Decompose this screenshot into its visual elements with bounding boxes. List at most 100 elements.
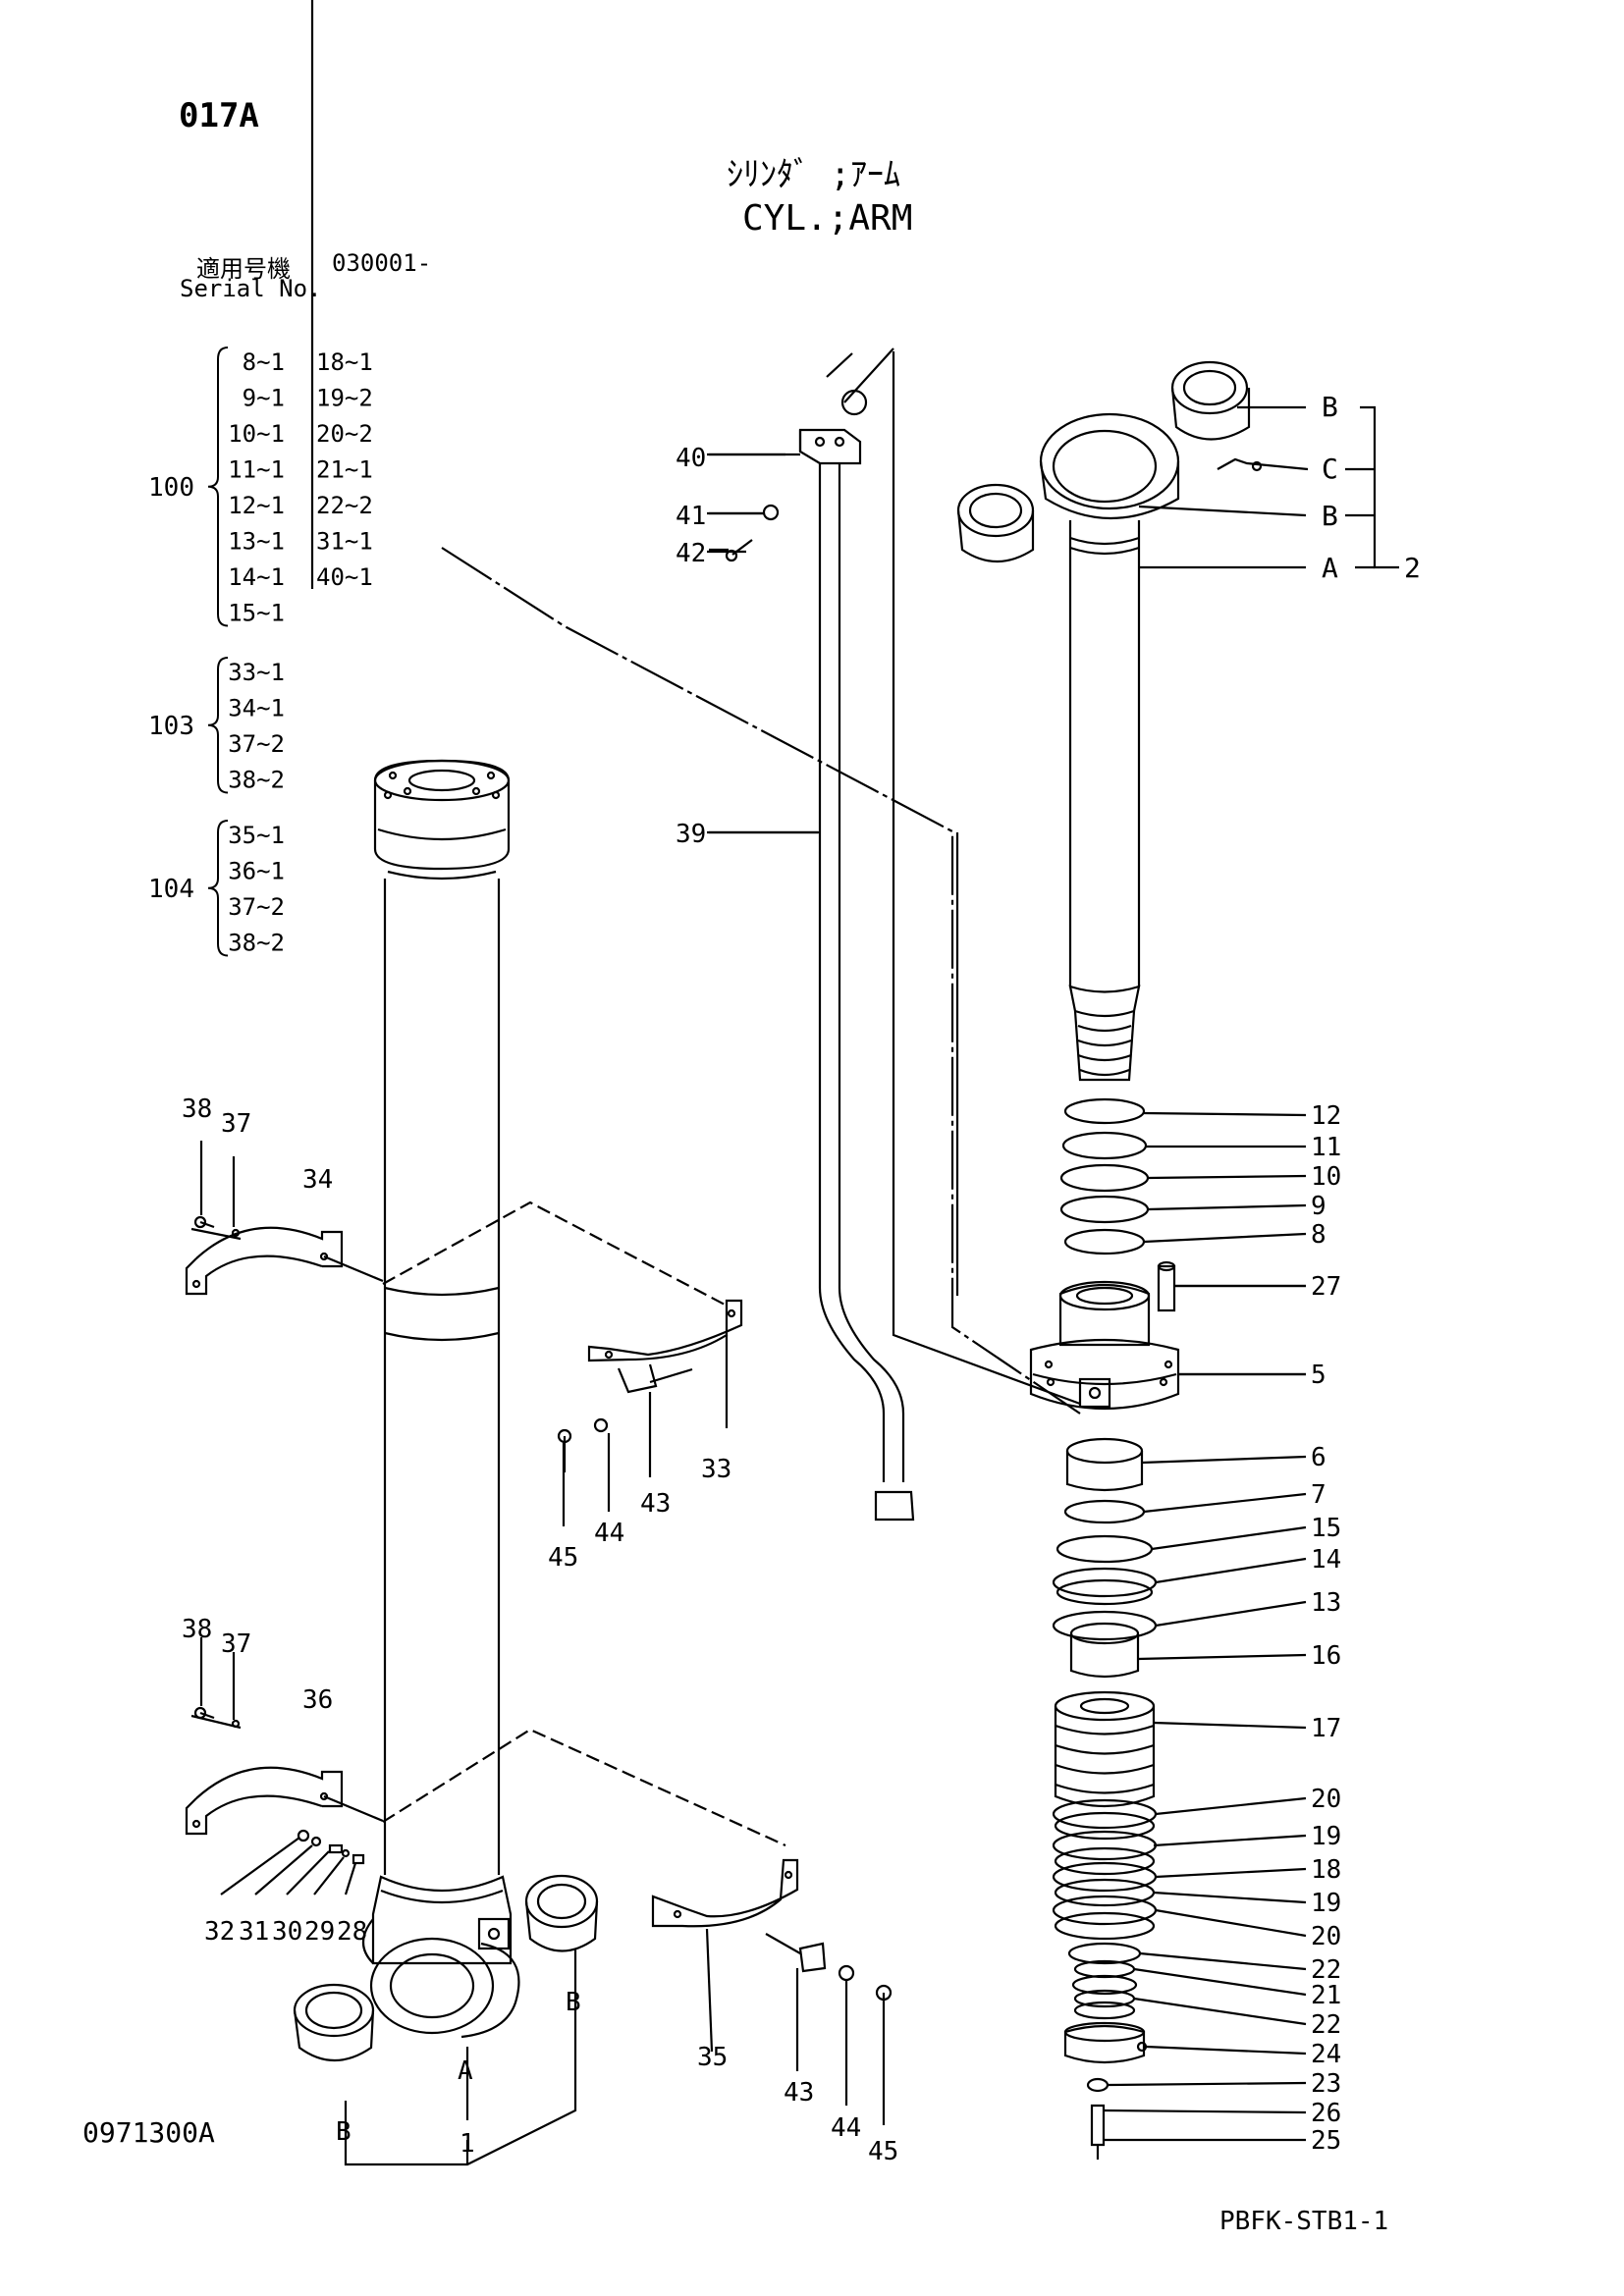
- kit-item: 31~1: [316, 528, 373, 556]
- kit-item: 18~1: [316, 348, 373, 376]
- kit-item: 22~2: [316, 492, 373, 519]
- callout-20: 20: [1311, 1785, 1341, 1814]
- kit-item: 35~1: [228, 822, 285, 849]
- kit-item: 37~2: [228, 730, 285, 758]
- callout-leader: [1143, 1111, 1307, 1117]
- kit-item: 12~1: [228, 492, 285, 519]
- callout-25: 25: [1311, 2126, 1341, 2156]
- part-label-44: 44: [594, 1519, 624, 1548]
- serial-value: 030001-: [332, 249, 432, 277]
- kit-item: 21~1: [316, 456, 373, 484]
- callout-leader: [1141, 1455, 1307, 1465]
- part-label-31: 31: [239, 1917, 269, 1947]
- callout-16: 16: [1311, 1641, 1341, 1671]
- callout-leader: [1155, 1600, 1307, 1628]
- callout-leader: [1153, 1834, 1307, 1847]
- part-label-36: 36: [302, 1685, 333, 1715]
- grease-fittings: [220, 1829, 365, 1896]
- serial-label-japanese: 適用号機: [196, 255, 291, 283]
- part-label-B: B: [336, 2117, 352, 2147]
- callout-13: 13: [1311, 1588, 1341, 1618]
- kit-item: 8~1: [243, 348, 285, 376]
- kit-item: 14~1: [228, 563, 285, 591]
- kit-item: 20~2: [316, 420, 373, 448]
- callout-10: 10: [1311, 1162, 1341, 1192]
- rod-leader-b: [1138, 505, 1307, 517]
- part-label-29: 29: [304, 1917, 335, 1947]
- clamp-leader-upper: [382, 1201, 728, 1307]
- page-code: PBFK-STB1-1: [1219, 2207, 1389, 2236]
- part-label-A: A: [458, 2056, 473, 2086]
- rod-letter-c: C: [1322, 453, 1338, 485]
- cylinder-head: [1029, 1260, 1306, 1411]
- piston-rod: [1039, 412, 1180, 1082]
- part-label-33: 33: [701, 1455, 731, 1484]
- callout-18: 18: [1311, 1855, 1341, 1885]
- kit-label-100: 100: [148, 473, 194, 503]
- part-label-45: 45: [868, 2137, 898, 2166]
- kit-item: 37~2: [228, 893, 285, 921]
- callout-leader: [1147, 1203, 1307, 1211]
- callout-11: 11: [1311, 1133, 1341, 1162]
- part-label-43: 43: [640, 1489, 671, 1519]
- leader-pipe-to-head: [892, 351, 1081, 1406]
- part-label-30: 30: [272, 1917, 302, 1947]
- callout-6: 6: [1311, 1443, 1326, 1472]
- kit-label-103: 103: [148, 712, 194, 741]
- drawing-lines: [185, 0, 1399, 2166]
- callout-leader: [1143, 1492, 1307, 1514]
- callout-leader: [1133, 1997, 1307, 2026]
- cylinder-tube: [310, 0, 520, 2039]
- callout-leader: [1151, 1525, 1307, 1551]
- rod-letter-a: A: [1322, 552, 1338, 584]
- callout-17: 17: [1311, 1714, 1341, 1743]
- title-english: CYL.;ARM: [742, 198, 913, 239]
- serial-label-english: Serial No.: [180, 275, 322, 302]
- part-label-44: 44: [831, 2113, 861, 2143]
- callout-leader: [1103, 2109, 1307, 2114]
- part-label-45: 45: [548, 1543, 578, 1573]
- part-label-32: 32: [204, 1917, 235, 1947]
- leader-tube-to-head: [441, 547, 1081, 1415]
- part-label-38: 38: [182, 1615, 212, 1644]
- kit-item: 38~2: [228, 767, 285, 794]
- kit-item: 34~1: [228, 695, 285, 722]
- drawing-code: 0971300A: [82, 2116, 215, 2149]
- part-label-39: 39: [676, 820, 706, 849]
- callout-14: 14: [1311, 1545, 1341, 1575]
- callout-leader: [1107, 2081, 1307, 2087]
- callout-20: 20: [1311, 1922, 1341, 1951]
- callout-24: 24: [1311, 2040, 1341, 2069]
- callout-9: 9: [1311, 1192, 1326, 1221]
- callout-22: 22: [1311, 2010, 1341, 2040]
- callout-15: 15: [1311, 1514, 1341, 1543]
- part-label-40: 40: [676, 444, 706, 473]
- figure-code: 017A: [179, 96, 259, 135]
- part-number-labels: 1211109827567151413161720191819202221222…: [182, 391, 1421, 2166]
- kit-item: 40~1: [316, 563, 373, 591]
- kit-item: 33~1: [228, 659, 285, 686]
- rod-bushing-left: [956, 483, 1035, 563]
- callout-leader: [1155, 1908, 1307, 1938]
- rod-letter-b: B: [1322, 500, 1338, 532]
- callout-leader: [1137, 1653, 1307, 1661]
- kit-label-104: 104: [148, 875, 194, 904]
- rod-part-2: 2: [1404, 552, 1421, 584]
- clamp-leader-lower: [382, 1728, 786, 1847]
- callout-leader: [1155, 1867, 1307, 1879]
- part-label-38: 38: [182, 1095, 212, 1124]
- kit-item: 10~1: [228, 420, 285, 448]
- kit-brace-100: [207, 347, 229, 627]
- callout-leader: [1147, 1174, 1307, 1180]
- clamp-36: [185, 1637, 384, 1836]
- callout-12: 12: [1311, 1101, 1341, 1131]
- kit-item: 15~1: [228, 600, 285, 627]
- callout-leader: [1153, 1721, 1307, 1730]
- pipe-39: [707, 347, 915, 1522]
- kit-brace-104: [207, 820, 229, 957]
- part-label-34: 34: [302, 1165, 333, 1195]
- kit-item: 13~1: [228, 528, 285, 556]
- part-label-37: 37: [221, 1109, 251, 1139]
- kit-item: 36~1: [228, 858, 285, 885]
